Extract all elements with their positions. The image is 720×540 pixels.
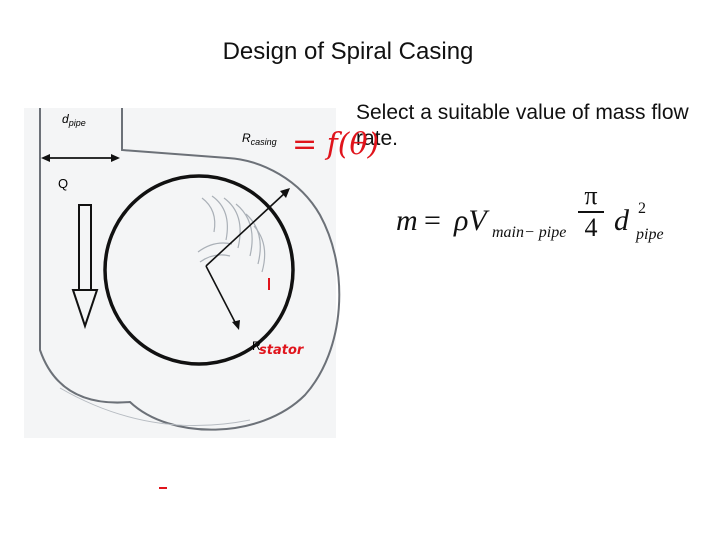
formula-lhs: m: [396, 204, 418, 237]
casing-shadow: [59, 387, 251, 427]
formula-fraction-bar: [578, 211, 604, 213]
formula-v-subscript: main− pipe: [492, 224, 567, 241]
slide-title: Design of Spiral Casing: [222, 38, 474, 65]
handwritten-function-note: = f(θ): [292, 127, 379, 162]
scan-background: [24, 108, 336, 438]
bullet-text: Select a suitable value of mass flow rat…: [356, 101, 689, 150]
formula-pi: π: [584, 181, 598, 210]
radius-arrows: [205, 188, 290, 330]
casing-outline: [39, 108, 341, 431]
formula-d-subscript: pipe: [636, 226, 664, 243]
pipe-diameter-dimension: [41, 154, 120, 162]
dpipe-label: dpipe: [62, 112, 86, 128]
runner-blades: [197, 195, 266, 273]
formula-d: d: [614, 204, 629, 237]
formula-four: 4: [584, 212, 598, 242]
formula-fraction: π 4: [578, 182, 604, 242]
mass-flow-formula: m = ρV main− pipe π 4 d 2 pipe: [392, 182, 692, 266]
rcasing-label: Rcasing: [242, 131, 277, 147]
runner-circle: [103, 174, 295, 366]
r-label: R: [252, 339, 261, 353]
handwritten-subscript-note: stator: [259, 343, 305, 358]
q-label: Q: [58, 176, 68, 191]
flow-direction-arrow: [71, 204, 99, 330]
formula-rho-v: ρV: [454, 204, 487, 237]
formula-exponent: 2: [638, 200, 646, 217]
formula-equals: =: [424, 204, 441, 237]
